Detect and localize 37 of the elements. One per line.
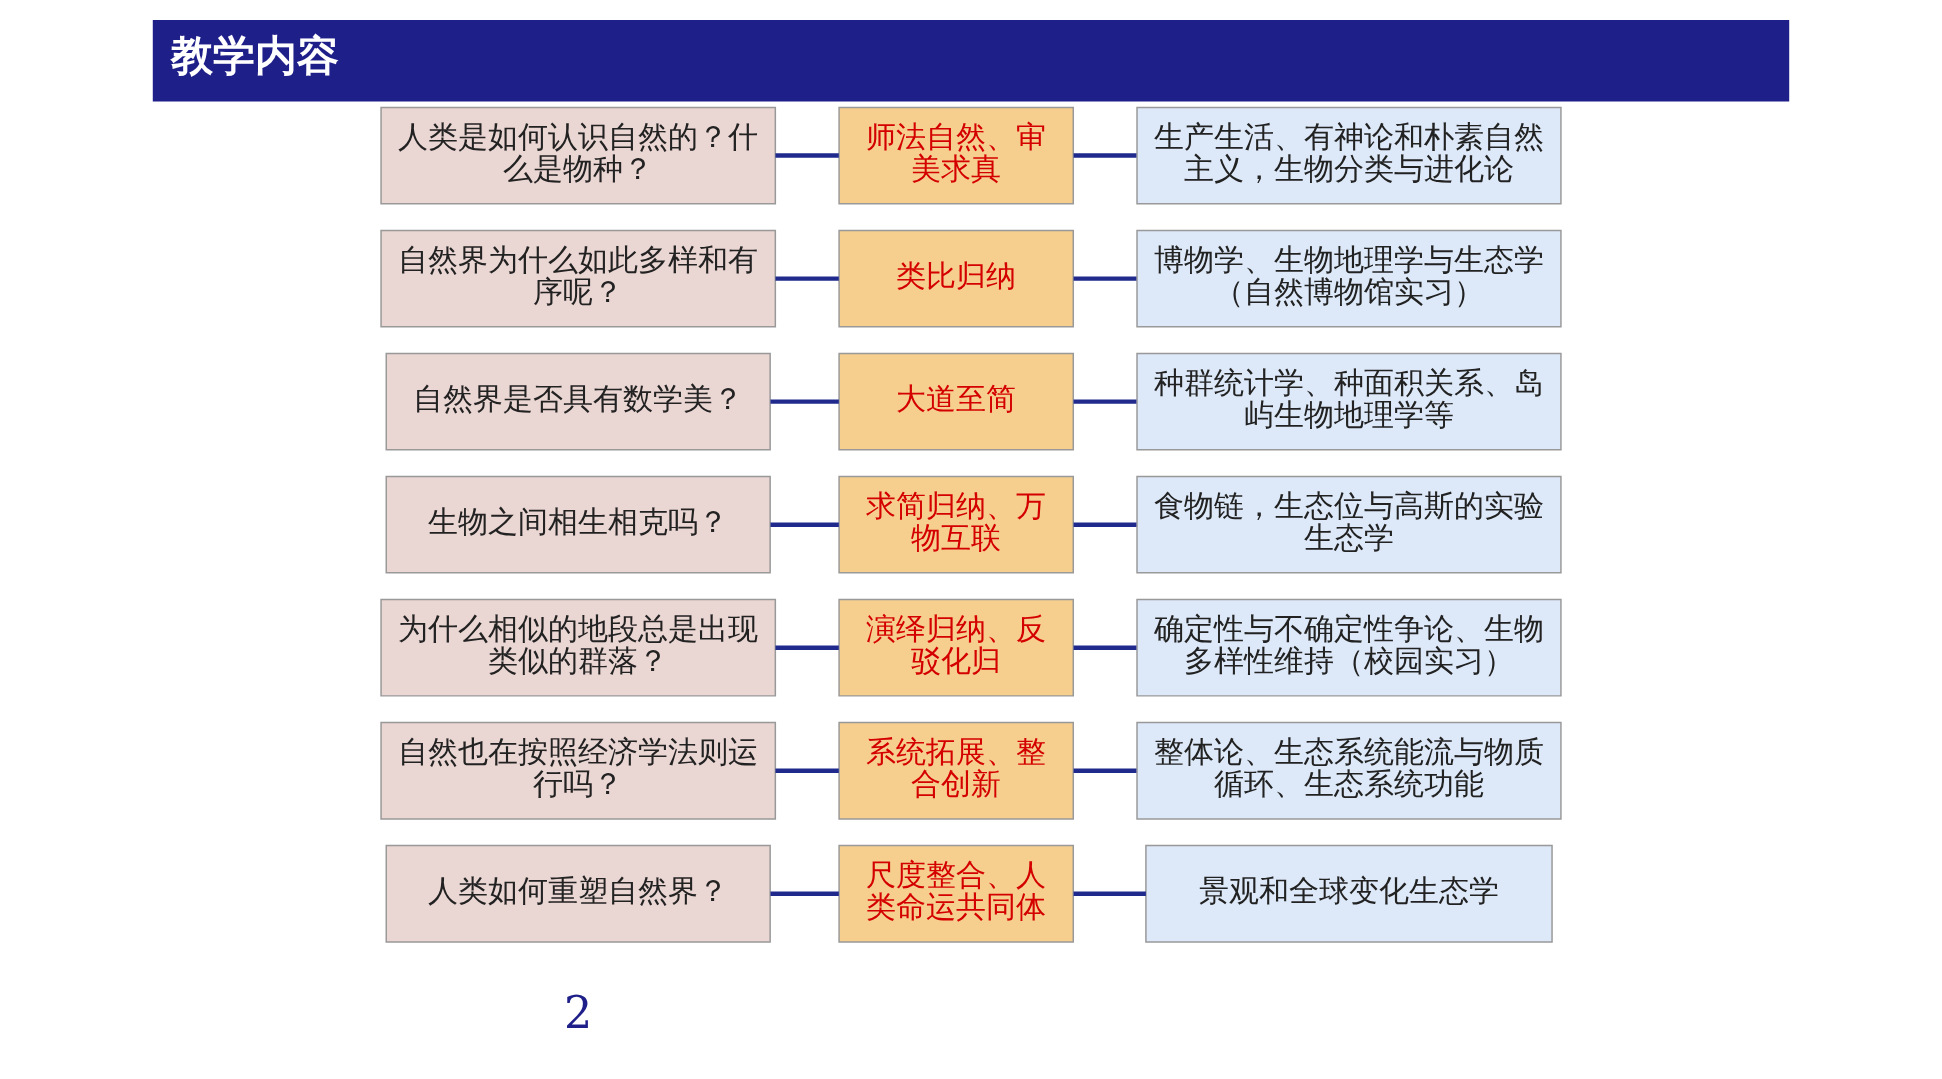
node-box: 系统拓展、整合创新 (838, 721, 1074, 820)
connector (770, 522, 839, 527)
connector (775, 768, 839, 773)
node-box: 景观和全球变化生态学 (1145, 844, 1553, 943)
node-box: 自然界是否具有数学美？ (385, 352, 771, 451)
node-box: 人类是如何认识自然的？什么是物种？ (380, 106, 777, 205)
node-box: 生物之间相生相克吗？ (385, 475, 771, 574)
node-box: 为什么相似的地段总是出现类似的群落？ (380, 598, 777, 697)
node-box: 自然界为什么如此多样和有序呢？ (380, 229, 777, 328)
node-box: 求简归纳、万物互联 (838, 475, 1074, 574)
node-box: 演绎归纳、反驳化归 (838, 598, 1074, 697)
connector (1073, 891, 1146, 896)
node-box: 整体论、生态系统能流与物质循环、生态系统功能 (1136, 721, 1562, 820)
node-box: 师法自然、审美求真 (838, 106, 1074, 205)
node-box: 人类如何重塑自然界？ (385, 844, 771, 943)
connector (1073, 153, 1137, 158)
node-box: 博物学、生物地理学与生态学（自然博物馆实习） (1136, 229, 1562, 328)
connector (1073, 399, 1137, 404)
node-box: 种群统计学、种面积关系、岛屿生物地理学等 (1136, 352, 1562, 451)
connector (775, 153, 839, 158)
node-box: 自然也在按照经济学法则运行吗？ (380, 721, 777, 820)
connector (1073, 645, 1137, 650)
connector (775, 645, 839, 650)
label: 2 (564, 986, 593, 1038)
node-box: 生产生活、有神论和朴素自然主义，生物分类与进化论 (1136, 106, 1562, 205)
node-box: 食物链，生态位与高斯的实验生态学 (1136, 475, 1562, 574)
diagram-title: 教学内容 (170, 31, 339, 81)
node-box: 尺度整合、人类命运共同体 (838, 844, 1074, 943)
node-box: 确定性与不确定性争论、生物多样性维持（校园实习） (1136, 598, 1562, 697)
connector (770, 891, 839, 896)
connector (1073, 522, 1137, 527)
node-box: 大道至简 (838, 352, 1074, 451)
connector (775, 276, 839, 281)
connector (1073, 276, 1137, 281)
connector (770, 399, 839, 404)
node-box: 类比归纳 (838, 229, 1074, 328)
connector (1073, 768, 1137, 773)
